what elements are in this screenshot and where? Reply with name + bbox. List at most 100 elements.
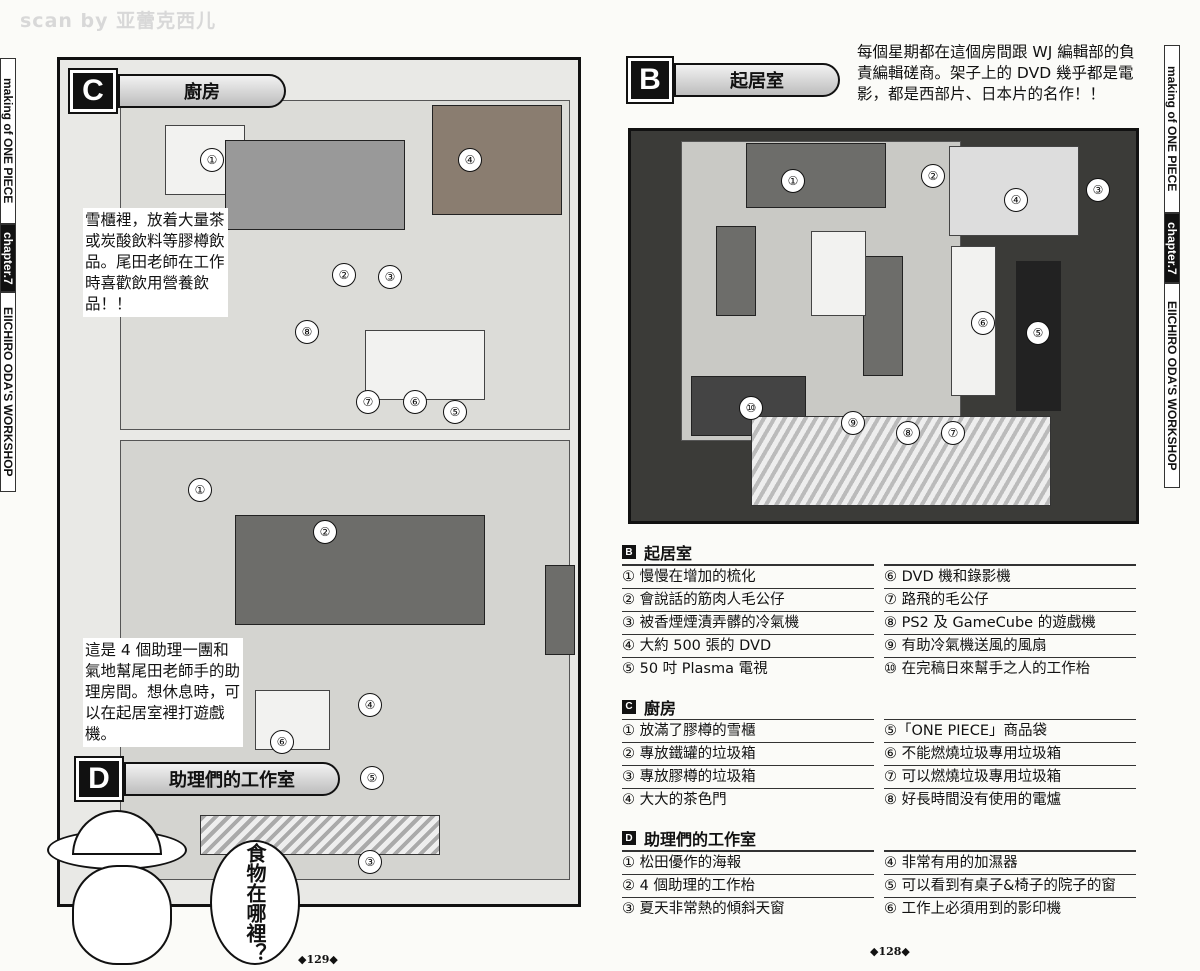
hat-crown xyxy=(72,810,162,855)
assistants-marker: ② xyxy=(313,520,337,544)
living-marker: ④ xyxy=(1004,188,1028,212)
legend-item: ① 慢慢在增加的梳化 xyxy=(622,566,874,589)
living-note: 每個星期都在這個房間跟 WJ 編輯部的負責編輯磋商。架子上的 DVD 幾乎都是電… xyxy=(857,43,1135,103)
living-marker: ⑧ xyxy=(896,421,920,445)
window-shelf xyxy=(545,565,575,655)
living-marker: ① xyxy=(781,169,805,193)
kitchen-marker: ⑦ xyxy=(356,390,380,414)
legend-item: ⑧ PS2 及 GameCube 的遊戲機 xyxy=(884,612,1136,635)
legend-item: ⑩ 在完稿日來幫手之人的工作枱 xyxy=(884,660,1091,677)
legend-section-assistants: D 助理們的工作室 ① 松田優作的海報 ② 4 個助理的工作枱 ③ 夏天非常熱的傾… xyxy=(622,826,1142,921)
coffee-table xyxy=(811,231,866,316)
divider xyxy=(884,718,1136,720)
legend-item: ⑨ 有助冷氣機送風的風扇 xyxy=(884,635,1136,658)
legend-item: ⑤ 50 吋 Plasma 電視 xyxy=(622,660,768,677)
legend-item: ⑦ 路飛的毛公仔 xyxy=(884,589,1136,612)
chapter-tab: chapter.7 xyxy=(0,224,16,292)
living-marker: ⑨ xyxy=(841,411,865,435)
legend-item: ⑥ 工作上必須用到的影印機 xyxy=(884,900,1062,917)
living-room-illustration: ① ② ③ ④ ⑤ ⑥ ⑦ ⑧ ⑨ ⑩ xyxy=(628,128,1139,524)
brown-door xyxy=(432,105,562,215)
workshop-tab: EIICHIRO ODA'S WORKSHOP xyxy=(0,292,16,492)
skylight xyxy=(200,815,440,855)
sink-counter xyxy=(365,330,485,400)
speech-bubble: 食物在哪裡？ xyxy=(210,840,300,965)
legend-item: ③ 夏天非常熱的傾斜天窗 xyxy=(622,900,785,917)
divider xyxy=(622,718,874,720)
legend-item: ② 會說話的筋肉人毛公仔 xyxy=(622,589,874,612)
legend-item: ⑥ 不能燃燒垃圾專用垃圾箱 xyxy=(884,743,1136,766)
divider xyxy=(884,564,1136,566)
living-marker: ② xyxy=(921,164,945,188)
legend-item: ② 4 個助理的工作枱 xyxy=(622,875,874,898)
living-letter-badge: B xyxy=(626,56,674,104)
kitchen-marker: ④ xyxy=(458,148,482,172)
legend-item: ③ 被香煙煙漬弄髒的冷氣機 xyxy=(622,612,874,635)
assistant-desks xyxy=(235,515,485,625)
kitchen-marker: ③ xyxy=(378,265,402,289)
section-badge: C xyxy=(622,699,636,714)
sofa-top xyxy=(746,143,886,208)
workshop-tab: EIICHIRO ODA'S WORKSHOP xyxy=(1164,283,1180,488)
legend-heading: D 助理們的工作室 xyxy=(622,826,1142,850)
living-marker: ⑥ xyxy=(971,311,995,335)
assistants-title: 助理們的工作室 xyxy=(124,762,340,796)
section-badge: D xyxy=(622,831,636,845)
living-marker: ⑦ xyxy=(941,421,965,445)
assistants-marker: ⑤ xyxy=(360,766,384,790)
assistants-marker: ④ xyxy=(358,693,382,717)
sofa-right xyxy=(863,256,903,376)
kitchen-marker: ⑧ xyxy=(295,320,319,344)
kitchen-and-assistants-illustration: ① ② ③ ④ ⑤ ⑥ ⑦ ⑧ ① ② ③ ④ ⑤ ⑥ 雪櫃裡，放着大量茶或炭酸… xyxy=(57,57,581,907)
legend-item: ④ 大約 500 張的 DVD xyxy=(622,635,874,658)
luffy-character xyxy=(42,810,192,971)
assistants-letter-badge: D xyxy=(74,756,124,802)
assistants-marker: ① xyxy=(188,478,212,502)
kitchen-letter-badge: C xyxy=(68,68,118,114)
face xyxy=(72,865,172,965)
living-title: 起居室 xyxy=(674,63,840,97)
side-tab-left: making of ONE PIECE chapter.7 EIICHIRO O… xyxy=(0,58,36,492)
kitchen-marker: ① xyxy=(200,148,224,172)
legend-item: ⑤「ONE PIECE」商品袋 xyxy=(884,720,1136,743)
legend-item: ⑥ DVD 機和錄影機 xyxy=(884,566,1136,589)
kitchen-note: 雪櫃裡，放着大量茶或炭酸飲料等膠樽飲品。尾田老師在工作時喜歡飲用營養飲品！！ xyxy=(83,208,228,317)
kitchen-marker: ⑤ xyxy=(443,400,467,424)
divider xyxy=(622,564,874,566)
legend-item: ⑤ 可以看到有桌子&椅子的院子的窗 xyxy=(884,875,1136,898)
legend-item: ② 專放鐵罐的垃圾箱 xyxy=(622,743,874,766)
page-number-left: ◆129◆ xyxy=(298,953,338,966)
divider xyxy=(884,850,1136,852)
sofa-left xyxy=(716,226,756,316)
assistants-marker: ⑥ xyxy=(270,730,294,754)
living-marker: ⑩ xyxy=(739,396,763,420)
assistants-note: 這是 4 個助理一團和氣地幫尾田老師手的助理房間。想休息時，可以在起居室裡打遊戲… xyxy=(83,638,243,747)
series-tab: making of ONE PIECE xyxy=(1164,45,1180,213)
kitchen-shelves xyxy=(225,140,405,230)
assistants-marker: ③ xyxy=(358,850,382,874)
kitchen-marker: ⑥ xyxy=(403,390,427,414)
legend-item: ⑧ 好長時間没有使用的電爐 xyxy=(884,792,1062,808)
legend-item: ④ 大大的茶色門 xyxy=(622,792,727,808)
series-tab: making of ONE PIECE xyxy=(0,58,16,224)
legend-item: ① 松田優作的海報 xyxy=(622,852,874,875)
section-title: 廚房 xyxy=(644,698,677,718)
legend-item: ④ 非常有用的加濕器 xyxy=(884,852,1136,875)
legend-item: ③ 專放膠樽的垃圾箱 xyxy=(622,766,874,789)
legend-heading: C 廚房 xyxy=(622,695,1142,719)
living-marker: ③ xyxy=(1086,178,1110,202)
section-title: 起居室 xyxy=(644,544,693,563)
page-number-right: ◆128◆ xyxy=(870,945,910,958)
kitchen-title: 廚房 xyxy=(118,74,286,108)
chapter-tab: chapter.7 xyxy=(1164,213,1180,283)
section-title: 助理們的工作室 xyxy=(644,830,757,849)
living-marker: ⑤ xyxy=(1026,321,1050,345)
scan-watermark: scan by 亚蕾克西儿 xyxy=(20,10,217,32)
divider xyxy=(622,850,874,852)
legend-item: ⑦ 可以燃燒垃圾專用垃圾箱 xyxy=(884,766,1136,789)
side-tab-right: making of ONE PIECE chapter.7 EIICHIRO O… xyxy=(1164,45,1200,488)
